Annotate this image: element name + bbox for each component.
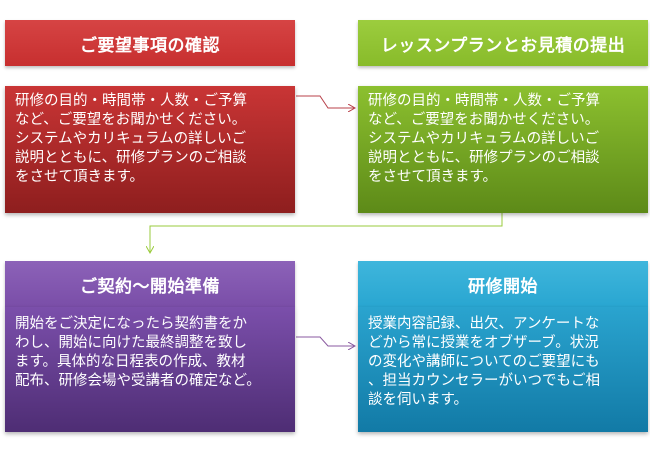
step-description-line: 研修の目的・時間帯・人数・ご予算: [368, 93, 600, 109]
step-description-line: をさせて頂きます。: [368, 169, 498, 185]
step-description-line: 説明とともに、研修プランのご相談: [368, 150, 600, 166]
step-description-line: わし、開始に向けた最終調整を致し: [15, 335, 247, 351]
step-description-line: 研修の目的・時間帯・人数・ご予算: [15, 93, 247, 109]
step-description-line: 談を伺います。: [368, 392, 469, 408]
step-title: ご契約～開始準備: [5, 261, 295, 307]
step-title: ご要望事項の確認: [5, 20, 295, 66]
step-description-line: の変化や講師についてのご要望にも: [368, 354, 600, 370]
connector-step1-to-step2: [296, 95, 354, 108]
step-description: 開始をご決定になったら契約書をか わし、開始に向けた最終調整を致し ます。具体的…: [5, 307, 295, 432]
step-description-line: どから常に授業をオブザーブ。状況: [368, 335, 599, 351]
step-description-line: 開始をご決定になったら契約書をか: [15, 316, 247, 332]
step-description-line: 、担当カウンセラーがいつでもご相: [368, 373, 600, 389]
step-description-line: ます。具体的な日程表の作成、教材: [15, 354, 246, 370]
step-description-line: 配布、研修会場や受講者の確定など。: [15, 373, 261, 389]
step-description-line: システムやカリキュラムの詳しいご: [15, 131, 247, 147]
step-description-line: をさせて頂きます。: [15, 169, 145, 185]
step-description-line: など、ご要望をお聞かせください。: [368, 112, 600, 128]
step-description-line: など、ご要望をお聞かせください。: [15, 112, 247, 128]
step-description: 研修の目的・時間帯・人数・ご予算 など、ご要望をお聞かせください。 システムやカ…: [358, 86, 648, 213]
step-description-line: 授業内容記録、出欠、アンケートな: [368, 316, 600, 332]
step-title: レッスンプランとお見積の提出: [358, 20, 648, 66]
step-description: 授業内容記録、出欠、アンケートな どから常に授業をオブザーブ。状況 の変化や講師…: [358, 307, 648, 432]
step-description-line: 説明とともに、研修プランのご相談: [15, 150, 247, 166]
step-description: 研修の目的・時間帯・人数・ご予算 など、ご要望をお聞かせください。 システムやカ…: [5, 86, 295, 213]
connector-step3-to-step4: [296, 336, 354, 346]
step-description-line: システムやカリキュラムの詳しいご: [368, 131, 600, 147]
step-title: 研修開始: [358, 261, 648, 307]
